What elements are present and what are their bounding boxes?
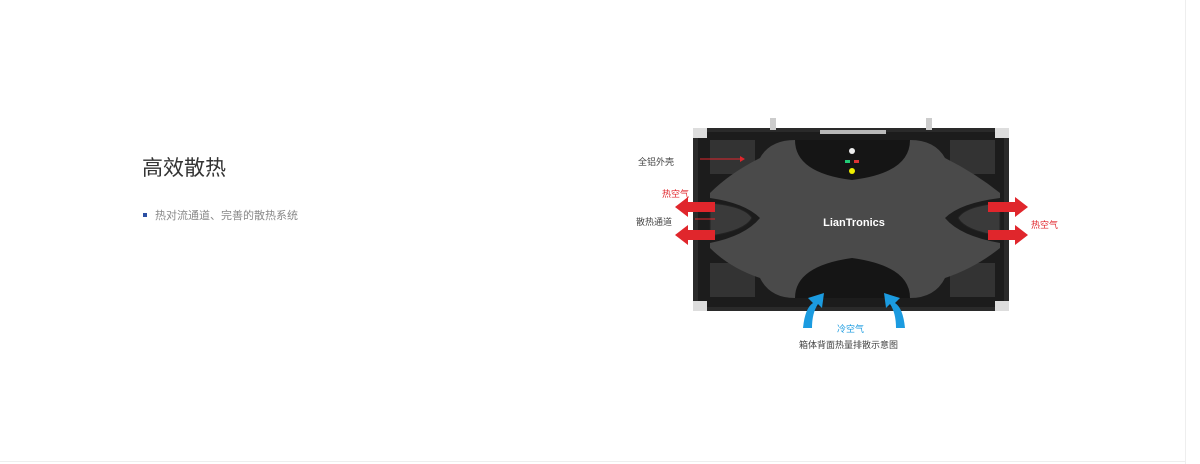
feature-bullet: 热对流通道、完善的散热系统 xyxy=(143,207,298,223)
feature-bullet-text: 热对流通道、完善的散热系统 xyxy=(155,209,298,222)
figure-caption: 箱体背面热量排散示意图 xyxy=(799,341,899,351)
label-heat-channel: 散热通道 xyxy=(636,218,673,228)
cabinet-cover xyxy=(710,140,1000,298)
label-hot-air-right: 热空气 xyxy=(1031,221,1059,231)
label-hot-air-left: 热空气 xyxy=(662,190,690,200)
label-aluminum-shell: 全铝外壳 xyxy=(638,158,675,168)
brand-logo: LianTronics xyxy=(823,217,885,229)
hot-air-arrow-icon xyxy=(675,197,1028,245)
status-indicator-icon xyxy=(849,168,855,174)
bottom-divider xyxy=(0,461,1186,462)
section-title: 高效散热 xyxy=(142,156,226,180)
cold-air-arrow-icon xyxy=(803,293,905,328)
bullet-square-icon xyxy=(143,213,147,217)
label-cold-air: 冷空气 xyxy=(837,325,865,335)
right-divider xyxy=(1185,0,1186,464)
cabinet-heat-dissipation-diagram: LianTronics xyxy=(675,118,1028,328)
left-vent xyxy=(709,202,753,237)
